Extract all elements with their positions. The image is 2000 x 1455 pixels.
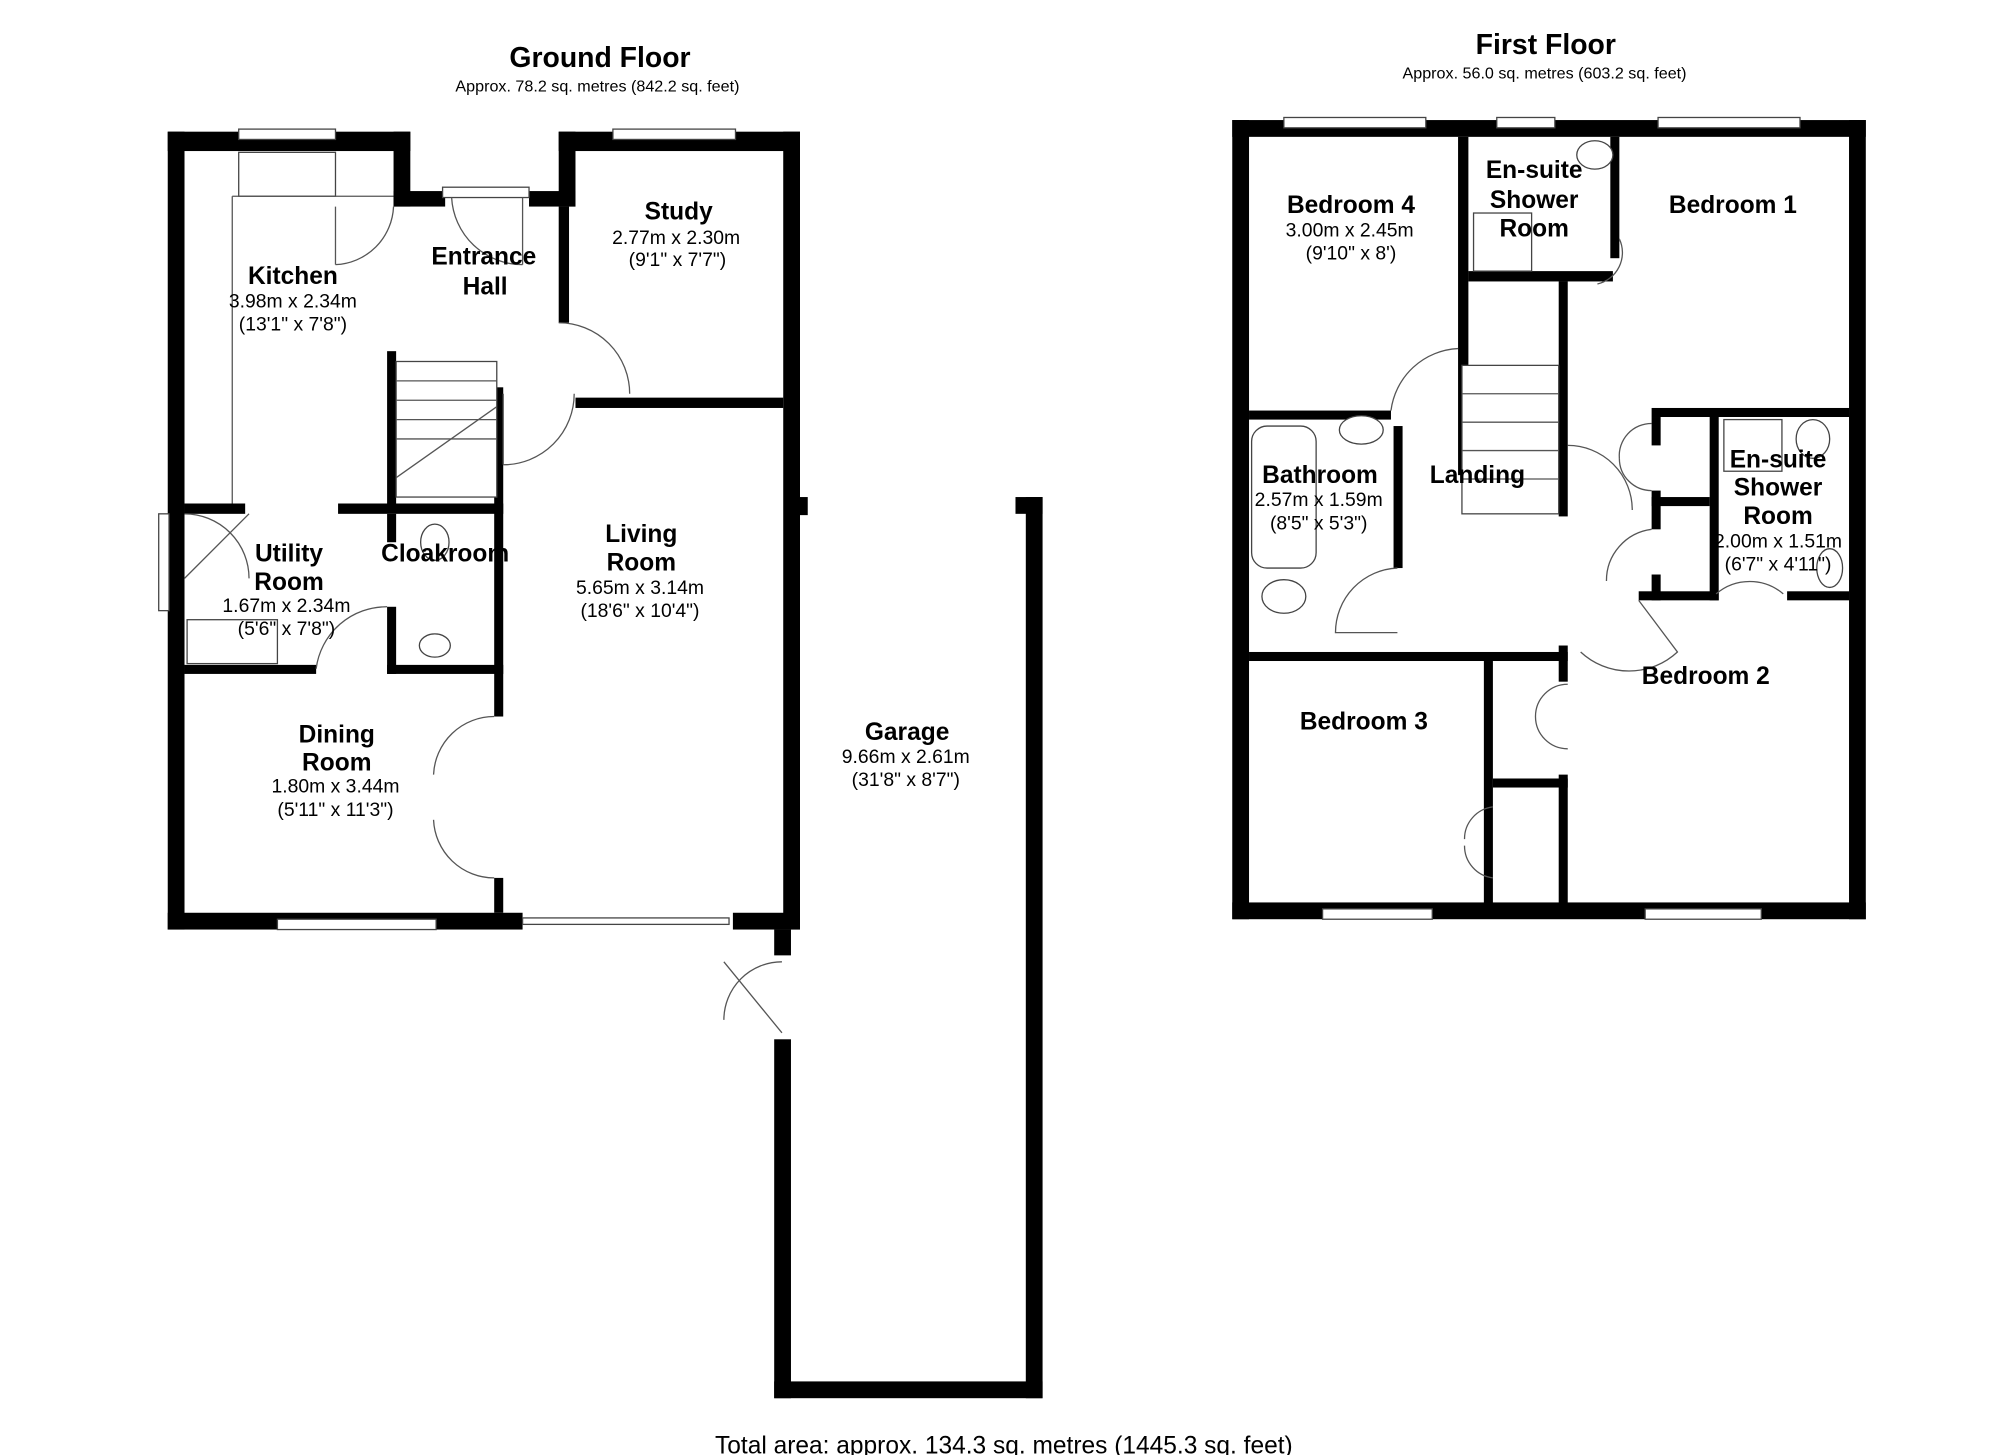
room-label-bedroom1: Bedroom 1 bbox=[1669, 192, 1797, 219]
first-floor-fixtures bbox=[1250, 116, 1844, 920]
room-name: Kitchen bbox=[248, 263, 338, 290]
utility-back-door bbox=[158, 513, 170, 612]
room-name: Room bbox=[1743, 503, 1812, 530]
room-dimensions-imperial: (31'8" x 8'7") bbox=[852, 769, 960, 791]
room-name: Bathroom bbox=[1262, 462, 1378, 489]
room-dimensions-metric: 2.77m x 2.30m bbox=[612, 227, 740, 249]
utility-sink-unit bbox=[186, 619, 279, 665]
room-label-entrance-hall: Entrance Hall bbox=[431, 244, 536, 301]
room-name: En-suite bbox=[1730, 446, 1827, 473]
room-name: Dining bbox=[299, 721, 375, 748]
room-name: Utility bbox=[255, 541, 323, 568]
room-dimensions-imperial: (5'11" x 11'3") bbox=[277, 799, 393, 821]
ground-floor-area: Approx. 78.2 sq. metres (842.2 sq. feet) bbox=[455, 78, 739, 96]
room-dimensions-imperial: (9'1" x 7'7") bbox=[629, 249, 727, 271]
window bbox=[1283, 116, 1427, 129]
room-label-ensuite-2: En-suite Shower Room 2.00m x 1.51m (6'7"… bbox=[1714, 446, 1842, 575]
door-swing bbox=[334, 206, 395, 266]
room-dimensions-imperial: (9'10" x 8') bbox=[1306, 242, 1397, 264]
wash-basin bbox=[1338, 415, 1384, 445]
wash-basin bbox=[1576, 140, 1614, 170]
room-name: Shower bbox=[1734, 475, 1823, 502]
room-name: Room bbox=[1499, 215, 1568, 242]
room-dimensions-imperial: (5'6" x 7'8") bbox=[238, 618, 336, 640]
room-dimensions-metric: 3.00m x 2.45m bbox=[1286, 219, 1414, 241]
room-label-bedroom2: Bedroom 2 bbox=[1642, 663, 1770, 690]
room-label-garage: Garage 9.66m x 2.61m (31'8" x 8'7") bbox=[842, 719, 970, 791]
room-name: Entrance bbox=[431, 244, 536, 271]
room-name: Garage bbox=[865, 719, 949, 746]
room-label-kitchen: Kitchen 3.98m x 2.34m (13'1" x 7'8") bbox=[229, 263, 357, 335]
shower-tray bbox=[1472, 212, 1533, 272]
room-label-living: Living Room 5.65m x 3.14m (18'6" x 10'4"… bbox=[576, 521, 704, 622]
wash-basin bbox=[1816, 548, 1844, 589]
window bbox=[612, 128, 737, 141]
window bbox=[276, 918, 437, 931]
room-name: Study bbox=[645, 198, 713, 225]
room-label-study: Study 2.77m x 2.30m (9'1" x 7'7") bbox=[612, 198, 740, 270]
window bbox=[1644, 908, 1762, 920]
room-dimensions-metric: 3.98m x 2.34m bbox=[229, 290, 357, 312]
room-dimensions-metric: 2.57m x 1.59m bbox=[1255, 489, 1383, 511]
room-dimensions-metric: 5.65m x 3.14m bbox=[576, 577, 704, 599]
stairs bbox=[1461, 364, 1560, 515]
room-dimensions-metric: 9.66m x 2.61m bbox=[842, 746, 970, 768]
room-dimensions-imperial: (6'7" x 4'11") bbox=[1725, 554, 1832, 576]
room-dimensions-metric: 1.80m x 3.44m bbox=[271, 776, 399, 798]
room-name: Bedroom 2 bbox=[1642, 663, 1770, 690]
room-name: Room bbox=[302, 750, 371, 777]
room-label-utility: Utility Room 1.67m x 2.34m (5'6" x 7'8") bbox=[222, 541, 350, 641]
bath bbox=[1250, 425, 1317, 569]
toilet bbox=[420, 523, 450, 561]
room-label-cloakroom: Cloakroom bbox=[381, 541, 509, 568]
room-name: Bedroom 3 bbox=[1300, 708, 1428, 735]
shower-tray bbox=[1723, 418, 1783, 472]
room-name: Room bbox=[607, 550, 676, 577]
room-name: Shower bbox=[1490, 187, 1579, 214]
room-label-landing: Landing bbox=[1430, 462, 1525, 489]
toilet bbox=[1261, 579, 1307, 614]
first-floor-area: Approx. 56.0 sq. metres (603.2 sq. feet) bbox=[1402, 65, 1686, 83]
window bbox=[238, 128, 337, 141]
room-label-ensuite-1: En-suite Shower Room bbox=[1486, 157, 1583, 242]
room-name: Hall bbox=[463, 273, 508, 300]
room-dimensions-metric: 2.00m x 1.51m bbox=[1714, 530, 1842, 552]
room-dimensions-metric: 1.67m x 2.34m bbox=[222, 595, 350, 617]
total-area: Total area: approx. 134.3 sq. metres (14… bbox=[715, 1433, 1293, 1455]
room-name: Room bbox=[254, 569, 323, 596]
front-door-frame bbox=[441, 186, 530, 199]
room-dimensions-imperial: (8'5" x 5'3") bbox=[1270, 512, 1368, 534]
room-dimensions-imperial: (18'6" x 10'4") bbox=[580, 600, 699, 622]
room-name: Bedroom 4 bbox=[1287, 192, 1415, 219]
room-name: Cloakroom bbox=[381, 541, 509, 568]
ground-floor-fixtures bbox=[158, 128, 783, 1034]
room-label-bathroom: Bathroom 2.57m x 1.59m (8'5" x 5'3") bbox=[1255, 462, 1383, 534]
room-label-bedroom4: Bedroom 4 3.00m x 2.45m (9'10" x 8') bbox=[1286, 192, 1416, 264]
stairs bbox=[395, 360, 498, 498]
first-floor-plan: First Floor Approx. 56.0 sq. metres (603… bbox=[1232, 29, 1866, 920]
toilet bbox=[1795, 418, 1831, 459]
window bbox=[1321, 908, 1433, 920]
room-name: En-suite bbox=[1486, 157, 1583, 184]
ground-floor-walls bbox=[167, 131, 1043, 1399]
room-name: Living bbox=[605, 521, 677, 548]
window bbox=[1496, 116, 1556, 129]
sliding-door bbox=[521, 917, 730, 926]
first-floor-title: First Floor bbox=[1476, 29, 1616, 61]
ground-floor-title: Ground Floor bbox=[509, 42, 690, 74]
wash-basin bbox=[418, 633, 451, 658]
room-name: Bedroom 1 bbox=[1669, 192, 1797, 219]
window bbox=[1657, 116, 1801, 129]
room-name: Landing bbox=[1430, 462, 1525, 489]
door-swing bbox=[1390, 347, 1459, 411]
ground-floor-plan: Ground Floor Approx. 78.2 sq. metres (84… bbox=[158, 42, 1043, 1399]
room-label-dining: Dining Room 1.80m x 3.44m (5'11" x 11'3"… bbox=[271, 721, 399, 821]
room-dimensions-imperial: (13'1" x 7'8") bbox=[239, 314, 347, 336]
room-label-bedroom3: Bedroom 3 bbox=[1300, 708, 1428, 735]
kitchen-sink-unit bbox=[238, 151, 337, 197]
